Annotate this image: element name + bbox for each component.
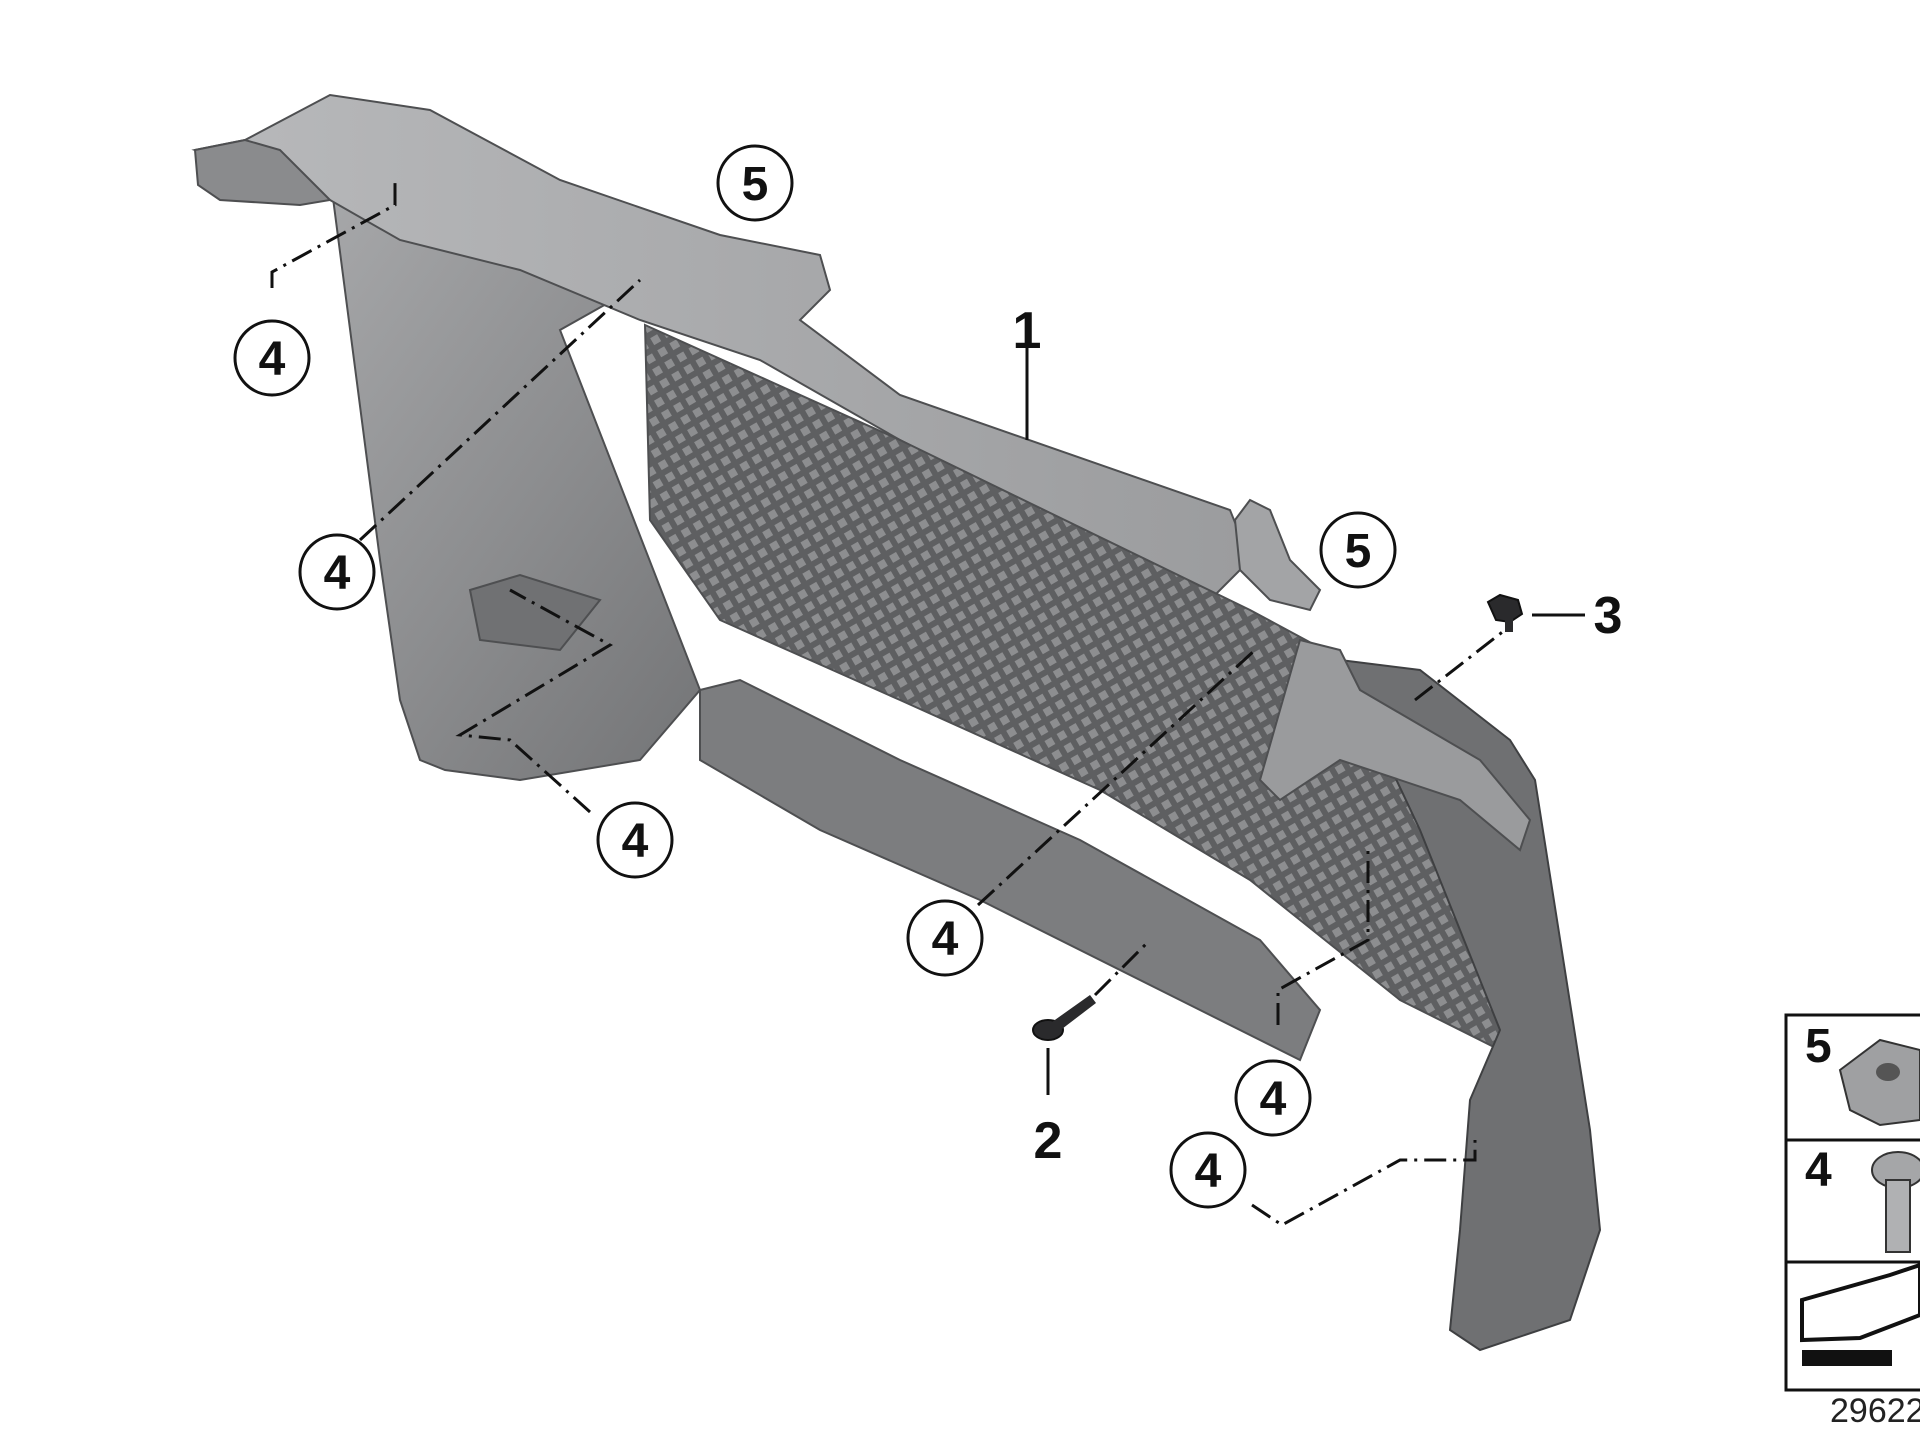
callout-d-label: 4 [622,815,649,868]
panel-end-tab [193,138,333,207]
callout-j-label: 4 [1260,1073,1287,1126]
callout-a-label: 4 [259,333,286,386]
callout-d: 4 [596,801,674,879]
legend-row2-number: 4 [1805,1144,1832,1197]
legend-row1-number: 5 [1805,1020,1832,1073]
trim-panel [191,93,1602,1352]
callout-h-label: 4 [932,913,959,966]
document-number: 29622 [1830,1392,1920,1430]
panel-right-end [1338,658,1602,1352]
callout-a: 4 [233,319,311,397]
panel-hole [468,573,602,652]
leader-lines [270,178,1585,1227]
callout-b-label: 5 [742,158,769,211]
callout-c: 4 [298,533,376,611]
assembly-arrow-icon [1800,1262,1920,1366]
screw-icon [1871,1151,1920,1253]
callout-c-label: 4 [324,547,351,600]
panel-bottom-lip [699,678,1322,1062]
panel-top-flange [191,93,1252,602]
panel-bracket [1233,498,1322,612]
callout-i-label: 2 [1034,1112,1063,1170]
callout-g: 3 [1594,587,1623,645]
callout-k: 4 [1169,1131,1247,1209]
part-2-screw [1032,995,1096,1041]
callout-i: 2 [1034,1112,1063,1170]
panel-mesh-grille [643,323,1512,1052]
callout-g-label: 3 [1594,587,1623,645]
callout-f-label: 5 [1345,525,1372,578]
callout-e: 1 [1013,302,1042,360]
callout-k-label: 4 [1195,1145,1222,1198]
callout-e-label: 1 [1013,302,1042,360]
callout-b: 5 [716,144,794,222]
callout-f: 5 [1319,511,1397,589]
panel-rib [1258,638,1532,852]
callout-j: 4 [1234,1059,1312,1137]
parts-legend: 5 4 [1784,1013,1920,1392]
clip-nut-icon [1838,1038,1920,1127]
callout-h: 4 [906,899,984,977]
part-3-clip [1486,593,1524,632]
